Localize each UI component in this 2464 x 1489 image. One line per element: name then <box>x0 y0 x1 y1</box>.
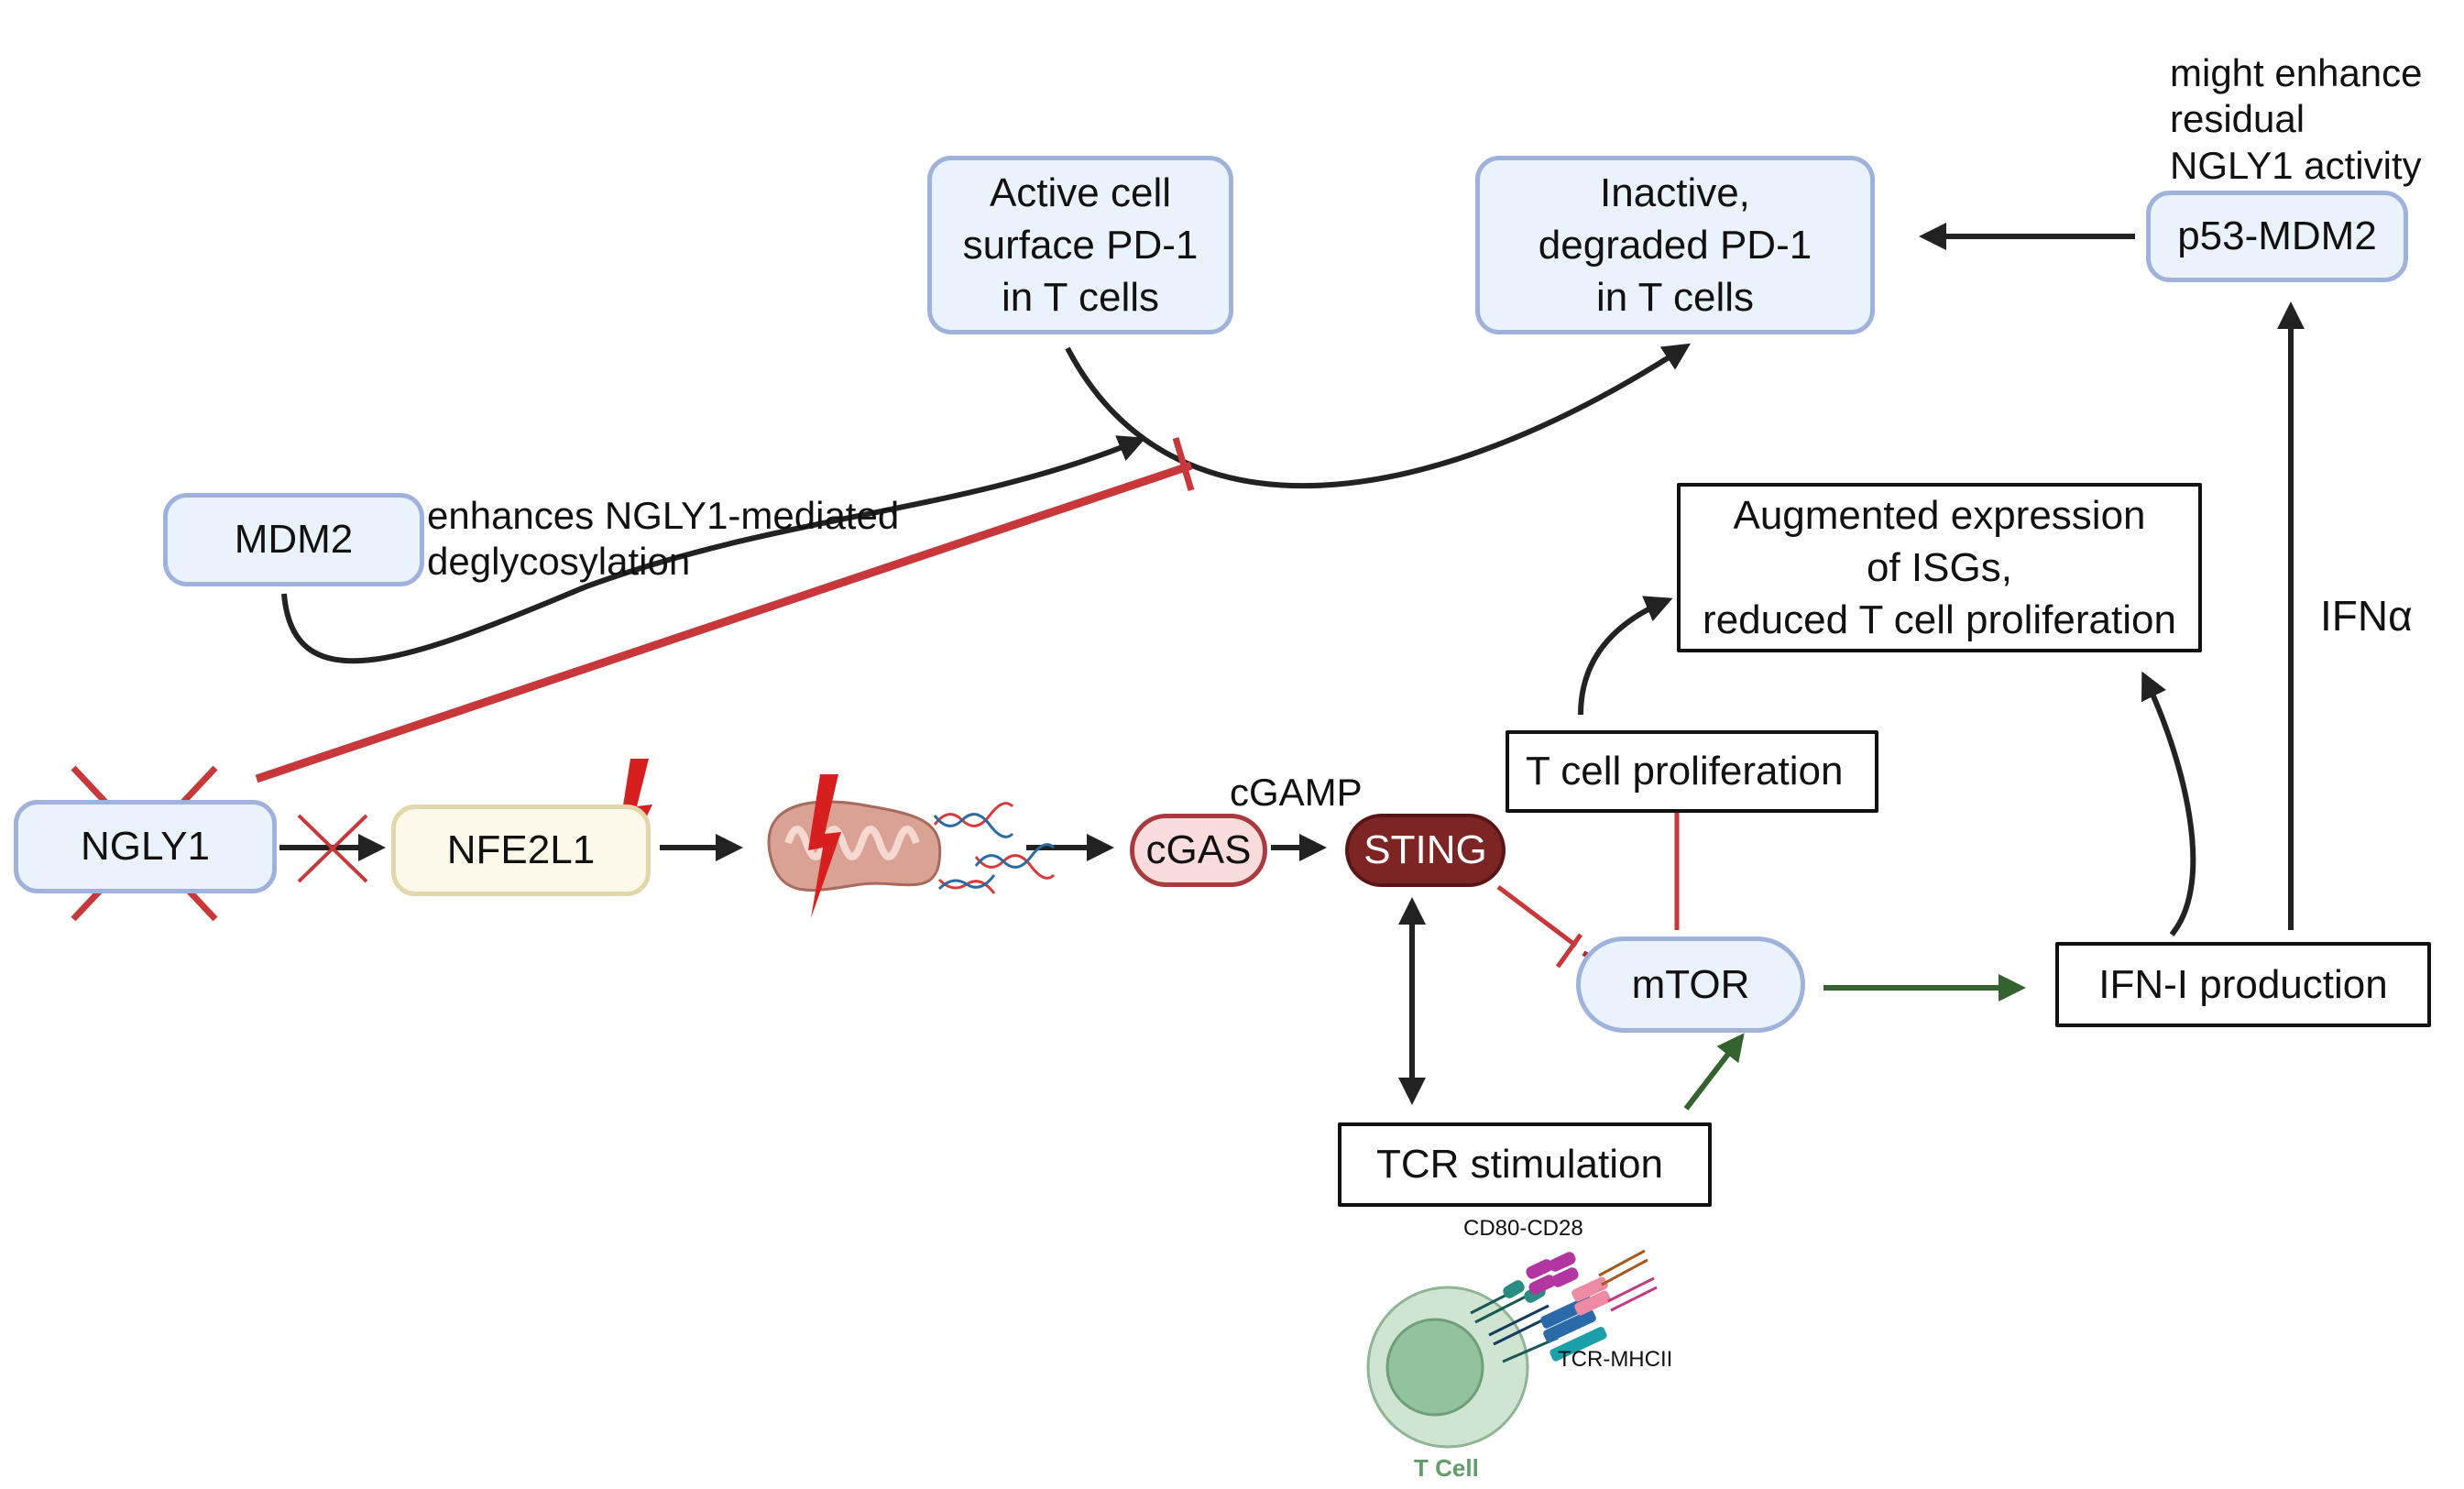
dna-icon <box>933 802 1056 894</box>
node-label: reduced T cell proliferation <box>1703 597 2176 643</box>
ifna-label: IFNα <box>2320 592 2413 640</box>
node-label: in T cells <box>1001 275 1159 321</box>
arrow-pd1-degradation <box>1065 343 1692 489</box>
node-label: Augmented expression <box>1733 492 2146 538</box>
ngly1-node[interactable]: NGLY1 <box>14 800 277 893</box>
mdm2-note: enhances NGLY1-mediated deglycosylation <box>427 493 899 586</box>
node-label: Inactive, <box>1600 170 1750 215</box>
note-line: enhances NGLY1-mediated <box>427 494 900 537</box>
arrow-mdm2-enhance <box>281 435 1146 664</box>
cgas-node[interactable]: cGAS <box>1130 814 1267 887</box>
isgs-node[interactable]: Augmented expression of ISGs, reduced T ce… <box>1677 483 2202 652</box>
cgamp-label: cGAMP <box>1230 771 1363 814</box>
active-pd1-node[interactable]: Active cell surface PD-1 in T cells <box>927 156 1233 334</box>
ifn-production-node[interactable]: IFN-I production <box>2055 942 2431 1027</box>
node-label: Active cell <box>989 170 1172 215</box>
arrow-tcr-mtor <box>1683 1033 1745 1111</box>
tcr-stimulation-node[interactable]: TCR stimulation <box>1338 1122 1712 1207</box>
tcr-mhcii-label: TCR-MHCII <box>1558 1347 1673 1372</box>
t-cell-label: T Cell <box>1414 1454 1479 1482</box>
node-label: surface PD-1 <box>962 222 1199 268</box>
p53-note: might enhance residual NGLY1 activity <box>2170 50 2423 189</box>
p53-mdm2-node[interactable]: p53-MDM2 <box>2146 191 2408 282</box>
note-line: NGLY1 activity <box>2170 143 2422 187</box>
arrow-ifn-isgs <box>2141 671 2196 936</box>
t-cell-proliferation-node[interactable]: T cell proliferation <box>1506 730 1878 813</box>
node-label: of ISGs, <box>1867 544 2012 590</box>
arrow-proliferation-isgs <box>1578 596 1673 716</box>
inhibit-bar <box>1172 436 1195 492</box>
inactive-pd1-node[interactable]: Inactive, degraded PD-1 in T cells <box>1475 156 1875 334</box>
note-line: deglycosylation <box>427 540 691 584</box>
inhibit-bar <box>1555 933 1583 969</box>
mitochondrion-icon <box>767 800 942 892</box>
lightning-icon-mito <box>808 774 841 918</box>
node-label: in T cells <box>1595 275 1754 321</box>
sting-node[interactable]: STING <box>1345 814 1506 887</box>
note-line: might enhance <box>2170 51 2423 94</box>
inhibit-sting-mtor <box>1496 885 1578 947</box>
mtor-node[interactable]: mTOR <box>1576 936 1805 1033</box>
nfe2l1-node[interactable]: NFE2L1 <box>391 805 651 896</box>
note-line: residual <box>2170 97 2305 141</box>
node-label: degraded PD-1 <box>1538 222 1812 268</box>
receptor-icon <box>1470 1249 1658 1363</box>
t-cell-icon <box>1366 1286 1529 1449</box>
cd80-cd28-label: CD80-CD28 <box>1463 1216 1583 1241</box>
inhibit-ngly1-deglycosylation <box>255 461 1193 783</box>
blocked-cross-icon <box>297 814 368 883</box>
mdm2-node[interactable]: MDM2 <box>163 493 424 586</box>
